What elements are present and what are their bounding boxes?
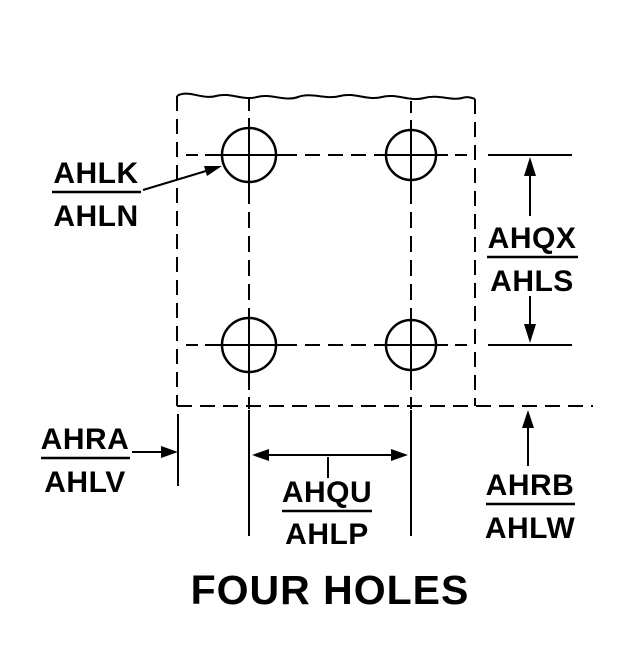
horizontal-spacing-label-bottom: AHLP — [285, 518, 369, 551]
labels: AHLK AHLN AHQX AHLS AHRA AHLV AHQU AHLP … — [41, 157, 578, 551]
vertical-spacing-label-bottom: AHLS — [490, 265, 574, 298]
arrowhead-right-icon — [161, 446, 178, 458]
plate-outline — [176, 92, 593, 407]
plate-break-line-top — [176, 92, 476, 100]
centerlines — [186, 99, 472, 536]
hole-top-right — [384, 128, 438, 182]
left-edge-label-bottom: AHLV — [44, 466, 125, 499]
arrowhead-up-icon — [524, 157, 536, 176]
arrowhead-leader-icon — [204, 166, 222, 176]
bottom-edge-label-bottom: AHLW — [485, 512, 576, 545]
dimension-left-edge — [132, 446, 178, 458]
holes — [220, 126, 438, 374]
diagram-title: FOUR HOLES — [191, 567, 470, 613]
leader-line — [142, 170, 207, 191]
extension-lines — [177, 154, 572, 486]
left-edge-label-top: AHRA — [41, 423, 130, 456]
arrowhead-left-icon — [252, 449, 269, 461]
hole-top-left — [220, 126, 278, 184]
arrowhead-down-icon — [524, 324, 536, 343]
horizontal-spacing-label-top: AHQU — [282, 476, 372, 509]
hole-callout-label-bottom: AHLN — [53, 200, 138, 233]
dimension-vertical-spacing — [524, 157, 536, 343]
hole-bottom-left — [220, 316, 278, 374]
arrowhead-up2-icon — [522, 410, 534, 428]
hole-bottom-right — [384, 318, 438, 372]
dimension-bottom-edge — [522, 410, 534, 466]
hole-callout-leader — [142, 166, 222, 191]
dimension-horizontal-spacing — [252, 449, 408, 478]
vertical-spacing-label-top: AHQX — [488, 222, 577, 255]
hole-callout-label-top: AHLK — [53, 157, 138, 190]
arrowhead-right2-icon — [391, 449, 408, 461]
bottom-edge-label-top: AHRB — [486, 469, 575, 502]
